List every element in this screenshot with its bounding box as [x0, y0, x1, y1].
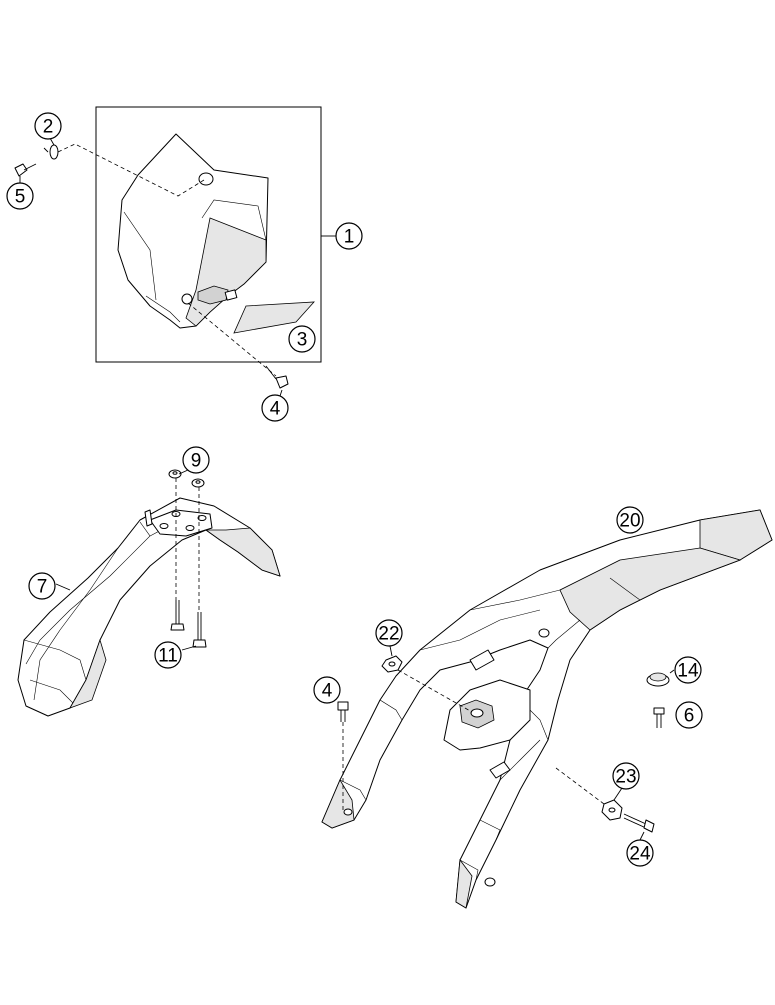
callout-14: 14: [674, 656, 702, 684]
callout-2: 2: [34, 112, 62, 140]
callout-20: 20: [616, 506, 644, 534]
callout-11: 11: [154, 641, 182, 669]
number-plate: [117, 133, 269, 329]
assembly-line-lower: [187, 302, 277, 377]
callout-6: 6: [675, 701, 703, 729]
svg-text:14: 14: [677, 661, 699, 682]
callout-3: 3: [288, 325, 316, 353]
svg-text:6: 6: [684, 706, 695, 727]
washer-2: [43, 144, 59, 160]
screw-6: [653, 707, 665, 728]
svg-text:4: 4: [322, 681, 333, 702]
svg-text:20: 20: [619, 511, 640, 532]
washer-9a: [168, 469, 182, 479]
assembly-line-upper: [57, 143, 205, 197]
svg-text:23: 23: [615, 767, 636, 788]
svg-text:9: 9: [191, 451, 202, 472]
svg-text:5: 5: [15, 187, 26, 208]
svg-text:24: 24: [629, 844, 651, 865]
screw-11b: [192, 612, 207, 648]
svg-text:11: 11: [158, 646, 178, 667]
screw-4-rear: [337, 701, 349, 722]
callout-24: 24: [626, 839, 654, 867]
svg-text:4: 4: [270, 399, 281, 420]
svg-text:3: 3: [297, 330, 308, 351]
svg-text:22: 22: [378, 624, 399, 645]
screw-11a: [170, 600, 185, 631]
assembly-frame-1: [95, 106, 322, 363]
callout-23: 23: [612, 762, 640, 790]
nut-23: [601, 799, 623, 821]
nut-22: [381, 655, 403, 673]
callout-22: 22: [375, 619, 403, 647]
screw-5: [14, 163, 37, 177]
callout-4-rear: 4: [313, 676, 341, 704]
svg-text:1: 1: [344, 227, 355, 248]
washer-9b: [191, 478, 205, 488]
decal: [233, 301, 315, 334]
screw-4-upper: [265, 365, 289, 389]
callout-7: 7: [28, 572, 56, 600]
svg-text:7: 7: [37, 577, 48, 598]
rear-fender: [321, 509, 773, 909]
front-fender: [17, 497, 281, 717]
grommet-14: [646, 672, 670, 687]
callout-1: 1: [335, 222, 363, 250]
svg-text:2: 2: [43, 117, 54, 138]
callout-9: 9: [182, 446, 210, 474]
screw-24: [623, 813, 655, 833]
callout-4-upper: 4: [261, 394, 289, 422]
callout-5: 5: [6, 182, 34, 210]
